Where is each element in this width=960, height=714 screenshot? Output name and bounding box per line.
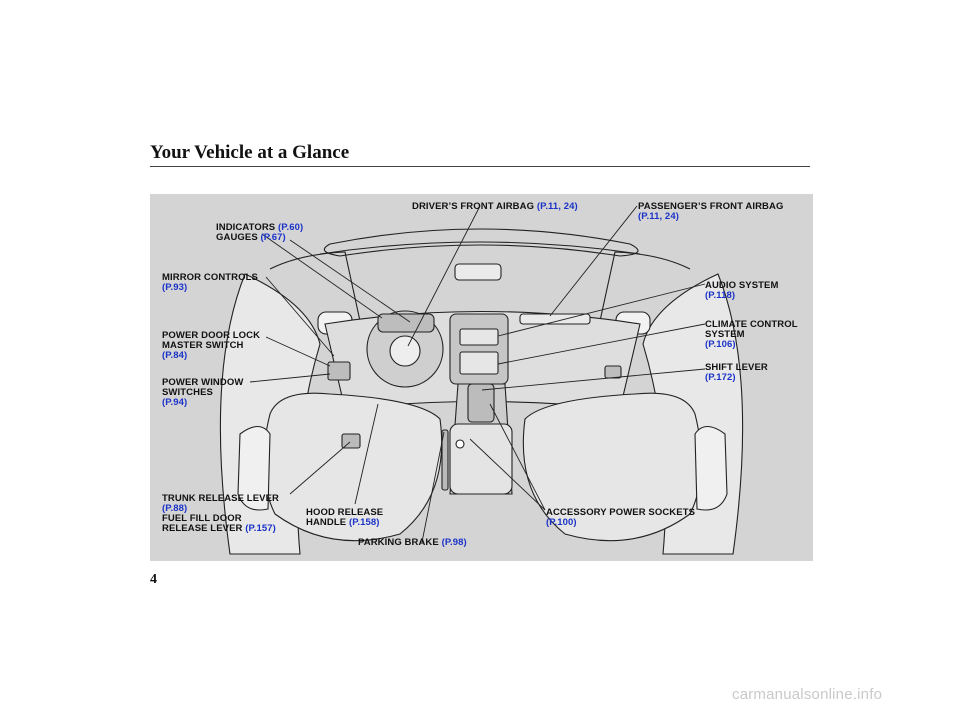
callout-mirror-controls: MIRROR CONTROLS (P.93)	[162, 273, 258, 293]
callout-trunk-release-ref: (P.88)	[162, 503, 188, 514]
leader-trunk-release	[289, 441, 351, 495]
left-a-pillar	[269, 251, 366, 345]
callout-hood-release-ref: (P.158)	[348, 517, 380, 528]
shift-gate	[467, 383, 495, 423]
leader-mirror-controls	[265, 276, 335, 357]
callout-indicators-name: INDICATORS	[216, 222, 276, 233]
callout-climate-control-line2: SYSTEM	[705, 329, 745, 340]
trunk-fuel-levers	[341, 433, 361, 449]
climate-unit	[459, 351, 499, 375]
callout-climate-control-ref: (P.106)	[705, 339, 736, 350]
callout-hood-release-line2: HANDLE	[306, 517, 347, 528]
driver-door-switch-panel	[327, 361, 351, 381]
passenger-door-switch-panel	[604, 365, 622, 379]
callout-power-window-line2: SWITCHES	[162, 387, 213, 398]
interior-illustration	[219, 205, 744, 555]
power-socket	[455, 439, 465, 449]
callout-trunk-fuel: TRUNK RELEASE LEVER (P.88) FUEL FILL DOO…	[162, 494, 279, 534]
driver-seat	[263, 392, 443, 542]
callout-audio-system: AUDIO SYSTEM (P.118)	[705, 281, 779, 301]
callout-mirror-controls-name: MIRROR CONTROLS	[162, 272, 258, 283]
callout-power-door-lock-line1: POWER DOOR LOCK	[162, 330, 261, 341]
callout-audio-system-ref: (P.118)	[705, 290, 736, 301]
vehicle-interior-diagram: DRIVER’S FRONT AIRBAG (P.11, 24) PASSENG…	[150, 194, 813, 561]
callout-power-door-lock-ref: (P.84)	[162, 350, 188, 361]
callout-parking-brake-name: PARKING BRAKE	[358, 537, 439, 548]
rearview-mirror	[454, 263, 502, 281]
leader-power-window	[249, 373, 331, 383]
callout-hood-release-line1: HOOD RELEASE	[306, 507, 384, 518]
instrument-cluster	[377, 313, 435, 333]
audio-unit	[459, 328, 499, 346]
page-title: Your Vehicle at a Glance	[150, 142, 350, 163]
callout-mirror-controls-ref: (P.93)	[162, 282, 188, 293]
steering-hub	[389, 335, 421, 367]
callout-gauges-name: GAUGES	[216, 232, 258, 243]
callout-climate-control-line1: CLIMATE CONTROL	[705, 319, 798, 330]
passenger-airbag-panel	[519, 313, 591, 325]
windshield-outline	[323, 228, 639, 257]
callout-shift-lever: SHIFT LEVER (P.172)	[705, 363, 768, 383]
callout-trunk-release-name: TRUNK RELEASE LEVER	[162, 493, 279, 504]
leader-accessory-socket-1	[469, 438, 546, 511]
parking-brake-lever	[441, 429, 449, 491]
callout-shift-lever-ref: (P.172)	[705, 372, 736, 383]
right-a-pillar	[594, 251, 691, 345]
callout-indicators-gauges: INDICATORS (P.60) GAUGES (P.67)	[216, 223, 303, 243]
callout-drivers-airbag-ref: (P.11, 24)	[536, 201, 578, 212]
callout-power-door-lock-line2: MASTER SWITCH	[162, 340, 244, 351]
callout-accessory-sockets: ACCESSORY POWER SOCKETS (P.100)	[546, 508, 695, 528]
callout-accessory-sockets-ref: (P.100)	[546, 517, 577, 528]
page-number: 4	[150, 572, 157, 587]
callout-indicators-ref: (P.60)	[277, 222, 304, 233]
callout-passengers-airbag-name: PASSENGER’S FRONT AIRBAG	[638, 201, 784, 212]
leader-drivers-airbag	[407, 205, 481, 347]
callout-audio-system-name: AUDIO SYSTEM	[705, 280, 779, 291]
callout-fuel-fill-line2: RELEASE LEVER	[162, 523, 243, 534]
leader-climate-control	[497, 323, 706, 365]
callout-hood-release: HOOD RELEASE HANDLE (P.158)	[306, 508, 383, 528]
leader-accessory-socket-2	[489, 403, 546, 511]
callout-accessory-sockets-name: ACCESSORY POWER SOCKETS	[546, 507, 696, 518]
callout-power-window: POWER WINDOW SWITCHES (P.94)	[162, 378, 243, 408]
callout-shift-lever-name: SHIFT LEVER	[705, 362, 768, 373]
callout-power-door-lock: POWER DOOR LOCK MASTER SWITCH (P.84)	[162, 331, 260, 361]
armrest	[449, 423, 513, 495]
callout-passengers-airbag-ref: (P.11, 24)	[638, 211, 679, 222]
leader-hood-release	[354, 403, 379, 505]
windshield-top	[319, 241, 641, 255]
callout-power-window-ref: (P.94)	[162, 397, 188, 408]
callout-fuel-fill-line1: FUEL FILL DOOR	[162, 513, 242, 524]
leader-passengers-airbag	[549, 205, 638, 317]
title-divider	[150, 166, 810, 167]
callout-parking-brake: PARKING BRAKE (P.98)	[358, 538, 467, 548]
callout-drivers-airbag-name: DRIVER’S FRONT AIRBAG	[412, 201, 535, 212]
callout-parking-brake-ref: (P.98)	[441, 537, 467, 548]
passenger-seat	[522, 392, 702, 542]
leader-parking-brake	[421, 431, 445, 543]
callout-gauges-ref: (P.67)	[260, 232, 286, 243]
leader-gauges	[289, 239, 411, 323]
callout-drivers-airbag: DRIVER’S FRONT AIRBAG (P.11, 24)	[412, 202, 578, 212]
callout-power-window-line1: POWER WINDOW	[162, 377, 244, 388]
callout-climate-control: CLIMATE CONTROL SYSTEM (P.106)	[705, 320, 798, 350]
callout-passengers-airbag: PASSENGER’S FRONT AIRBAG (P.11, 24)	[638, 202, 783, 222]
leader-audio-system	[497, 283, 706, 337]
leader-power-door-lock	[265, 336, 331, 367]
watermark-text: carmanualsonline.info	[732, 686, 883, 703]
leader-indicators	[261, 233, 383, 319]
leader-shift-lever	[481, 368, 706, 391]
passenger-seat-bolster	[694, 425, 728, 511]
driver-seat-bolster	[237, 425, 271, 511]
callout-fuel-fill-ref: (P.157)	[245, 523, 276, 534]
